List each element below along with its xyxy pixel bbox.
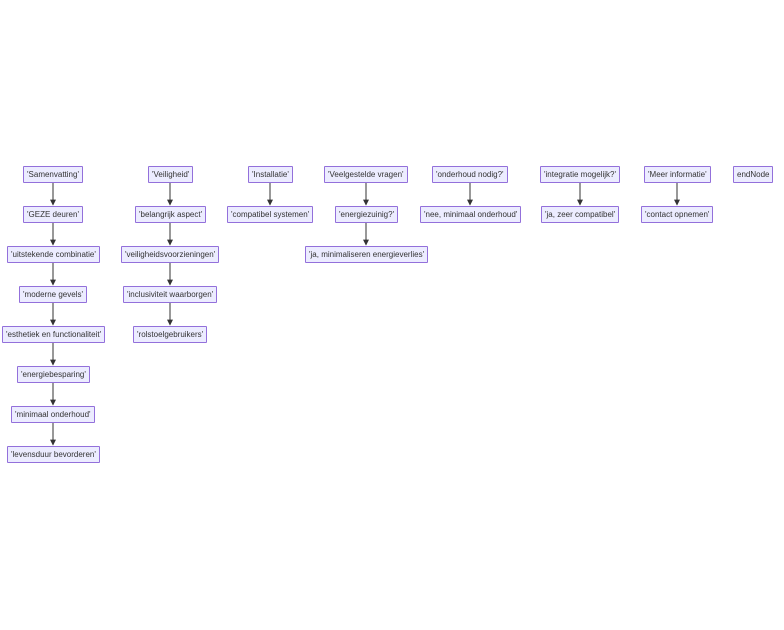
- flow-node-c2-r0: 'Installatie': [248, 166, 293, 183]
- flow-node-c2-r1: 'compatibel systemen': [227, 206, 314, 223]
- flow-node-c0-r4: 'esthetiek en functionaliteit': [2, 326, 106, 343]
- flow-node-c0-r5: 'energiebesparing': [17, 366, 90, 383]
- flow-node-c3-r2: 'ja, minimaliseren energieverlies': [305, 246, 429, 263]
- flow-node-c6-r1: 'contact opnemen': [641, 206, 714, 223]
- flow-node-c3-r0: 'Veelgestelde vragen': [324, 166, 408, 183]
- flow-node-c5-r1: 'ja, zeer compatibel': [541, 206, 620, 223]
- flow-node-c4-r1: 'nee, minimaal onderhoud': [420, 206, 522, 223]
- flow-node-c0-r7: 'levensduur bevorderen': [7, 446, 100, 463]
- flow-node-c1-r1: 'belangrijk aspect': [135, 206, 207, 223]
- flow-node-c0-r0: 'Samenvatting': [23, 166, 83, 183]
- flow-node-c3-r1: 'energiezuinig?': [335, 206, 399, 223]
- flow-node-c0-r3: 'moderne gevels': [19, 286, 87, 303]
- flow-node-c0-r6: 'minimaal onderhoud': [11, 406, 95, 423]
- flow-node-c7-r0: endNode: [733, 166, 774, 183]
- flow-node-c1-r0: 'Veiligheid': [148, 166, 194, 183]
- flow-node-c4-r0: 'onderhoud nodig?': [432, 166, 508, 183]
- flow-node-c1-r2: 'veiligheidsvoorzieningen': [121, 246, 220, 263]
- flow-node-c6-r0: 'Meer informatie': [644, 166, 711, 183]
- flow-node-c5-r0: 'integratie mogelijk?': [540, 166, 620, 183]
- flow-node-c0-r2: 'uitstekende combinatie': [7, 246, 100, 263]
- flow-node-c1-r3: 'inclusiviteit waarborgen': [123, 286, 218, 303]
- flow-node-c1-r4: 'rolstoelgebruikers': [133, 326, 208, 343]
- flow-node-c0-r1: 'GEZE deuren': [23, 206, 83, 223]
